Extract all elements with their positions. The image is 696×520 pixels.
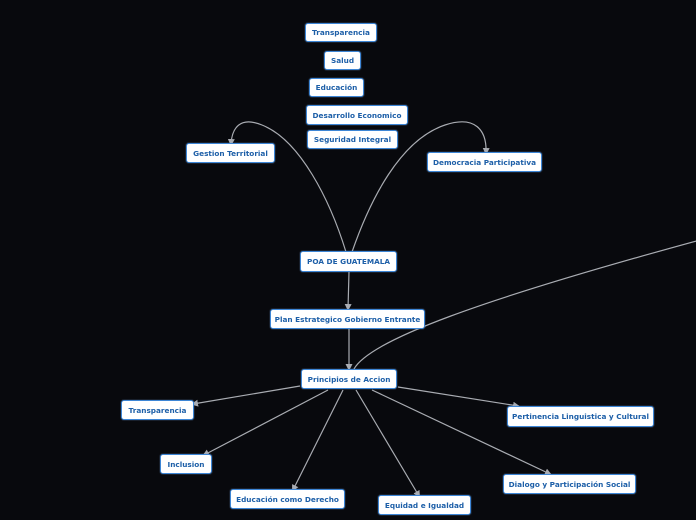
- node-transparencia-top[interactable]: Transparencia: [305, 23, 377, 42]
- link-principios-educacion-derecho: [292, 389, 344, 492]
- link-principios-dialogo: [371, 389, 552, 476]
- node-desarrollo-economico[interactable]: Desarrollo Economico: [306, 105, 408, 125]
- node-inclusion[interactable]: Inclusion: [160, 454, 212, 474]
- node-poa-guatemala[interactable]: POA DE GUATEMALA: [300, 251, 397, 272]
- link-poa-plan: [344, 271, 352, 311]
- node-educacion-como-derecho[interactable]: Educación como Derecho: [230, 489, 345, 509]
- link-principios-offscreen: [353, 240, 696, 370]
- node-principios-accion[interactable]: Principios de Accion: [301, 369, 397, 389]
- node-democracia-participativa[interactable]: Democracia Participativa: [427, 152, 542, 172]
- node-dialogo-participacion[interactable]: Dialogo y Participación Social: [503, 474, 636, 494]
- link-principios-inclusion: [202, 389, 329, 456]
- node-gestion-territorial[interactable]: Gestion Territorial: [186, 143, 275, 163]
- link-principios-transparencia: [191, 385, 301, 407]
- node-educacion[interactable]: Educación: [309, 78, 364, 97]
- node-equidad-igualdad[interactable]: Equidad e Igualdad: [378, 495, 471, 515]
- link-principios-equidad: [355, 389, 421, 498]
- node-pertinencia-linguistica[interactable]: Pertinencia Linguistica y Cultural: [507, 406, 654, 427]
- link-poa-democracia: [351, 121, 490, 253]
- node-seguridad-integral[interactable]: Seguridad Integral: [307, 130, 398, 149]
- node-plan-estrategico[interactable]: Plan Estrategico Gobierno Entrante: [270, 309, 425, 329]
- node-salud[interactable]: Salud: [324, 51, 361, 70]
- link-principios-pertinencia: [397, 386, 520, 409]
- link-poa-gestion: [227, 121, 347, 253]
- node-transparencia-bottom[interactable]: Transparencia: [121, 400, 194, 420]
